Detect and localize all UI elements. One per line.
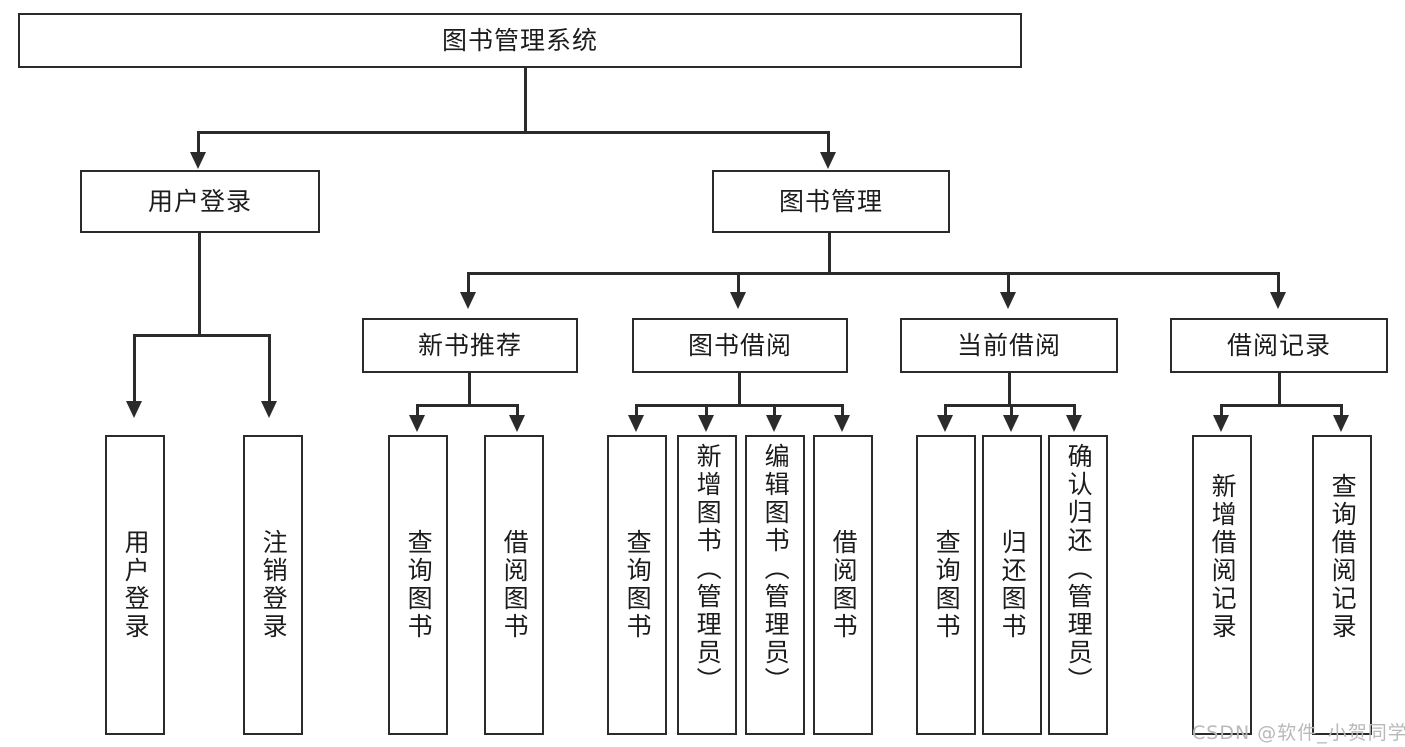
edge-newbook-leaf2 [516,404,519,418]
edge-userlogin-leaf1 [133,334,136,404]
arrowhead-userlogin-leaf1 [126,401,142,418]
arrowhead-records-leaf1 [1213,415,1229,432]
leaf-add-book-admin[interactable]: 新增图书（管理员） [677,435,737,735]
node-root-system[interactable]: 图书管理系统 [18,13,1022,68]
edge-borrow-leaf1 [635,404,638,418]
leaf-user-login[interactable]: 用户登录 [105,435,165,735]
node-current-borrow[interactable]: 当前借阅 [900,318,1118,373]
edge-borrow-leaf4 [841,404,844,418]
edge-newbook-leaf1 [416,404,419,418]
edge-root-to-book-mgmt [827,131,830,155]
edge-to-borrow [737,272,740,294]
edge-root-drop [524,67,527,133]
arrowhead-records-leaf2 [1333,415,1349,432]
node-label: 图书管理系统 [441,26,598,55]
node-borrow-records[interactable]: 借阅记录 [1170,318,1388,373]
edge-current-drop [1008,373,1011,406]
edge-borrow-leaf2 [705,404,708,418]
edge-root-to-user-login [197,131,200,155]
node-label: 图书借阅 [687,331,792,360]
arrowhead-current-leaf3 [1066,415,1082,432]
leaf-query-book-current[interactable]: 查询图书 [916,435,976,735]
node-label: 借阅图书 [829,529,859,641]
arrowhead-book-mgmt [820,152,836,169]
edge-root-bus [197,131,829,134]
arrowhead-borrow-leaf1 [628,415,644,432]
node-label: 查询借阅记录 [1328,473,1358,641]
arrowhead-current-leaf2 [1003,415,1019,432]
node-book-management[interactable]: 图书管理 [712,170,950,233]
edge-newbook-drop [468,373,471,406]
node-label: 新书推荐 [417,331,522,360]
edge-userlogin-bus [133,334,270,337]
leaf-query-borrow-record[interactable]: 查询借阅记录 [1312,435,1372,735]
node-label: 查询图书 [404,529,434,641]
edge-to-current [1007,272,1010,294]
arrowhead-borrow-leaf2 [698,415,714,432]
arrowhead-current [1000,292,1016,309]
node-label: 借阅图书 [500,529,530,641]
leaf-edit-book-admin[interactable]: 编辑图书（管理员） [745,435,805,735]
leaf-borrow-book-newbook[interactable]: 借阅图书 [484,435,544,735]
edge-current-leaf1 [944,404,947,418]
edge-records-bus [1220,404,1343,407]
edge-borrow-leaf3 [773,404,776,418]
leaf-add-borrow-record[interactable]: 新增借阅记录 [1192,435,1252,735]
edge-current-leaf3 [1073,404,1076,418]
arrowhead-records [1270,292,1286,309]
arrowhead-newbook [460,292,476,309]
node-label: 借阅记录 [1226,331,1331,360]
arrowhead-userlogin-leaf2 [261,401,277,418]
arrowhead-borrow [730,292,746,309]
arrowhead-current-leaf1 [937,415,953,432]
node-label: 用户登录 [121,529,151,641]
edge-records-leaf2 [1340,404,1343,418]
node-new-book-recommend[interactable]: 新书推荐 [362,318,578,373]
node-label: 确认归还（管理员） [1064,443,1094,695]
node-label: 图书管理 [778,187,883,216]
node-label: 新增借阅记录 [1208,473,1238,641]
leaf-query-book-newbook[interactable]: 查询图书 [388,435,448,735]
edge-userlogin-leaf2 [268,334,271,404]
edge-records-drop [1278,373,1281,406]
node-label: 当前借阅 [956,331,1061,360]
edge-bookmgmt-drop [828,233,831,274]
edge-borrow-bus [635,404,844,407]
leaf-return-book[interactable]: 归还图书 [982,435,1042,735]
edge-to-records [1277,272,1280,294]
leaf-borrow-book[interactable]: 借阅图书 [813,435,873,735]
node-label: 注销登录 [259,529,289,641]
node-book-borrow[interactable]: 图书借阅 [632,318,848,373]
node-label: 查询图书 [623,529,653,641]
edge-level3-bus [467,272,1279,275]
arrowhead-newbook-leaf2 [509,415,525,432]
leaf-logout[interactable]: 注销登录 [243,435,303,735]
edge-newbook-bus [416,404,519,407]
leaf-confirm-return-admin[interactable]: 确认归还（管理员） [1048,435,1108,735]
node-label: 归还图书 [998,529,1028,641]
node-label: 查询图书 [932,529,962,641]
edge-records-leaf1 [1220,404,1223,418]
arrowhead-borrow-leaf3 [766,415,782,432]
edge-current-leaf2 [1010,404,1013,418]
arrowhead-borrow-leaf4 [834,415,850,432]
node-label: 编辑图书（管理员） [761,443,791,695]
arrowhead-user-login [190,152,206,169]
node-label: 用户登录 [147,187,252,216]
leaf-query-book-borrow[interactable]: 查询图书 [607,435,667,735]
edge-userlogin-drop [198,233,201,336]
arrowhead-newbook-leaf1 [409,415,425,432]
node-label: 新增图书（管理员） [693,443,723,695]
node-user-login[interactable]: 用户登录 [80,170,320,233]
edge-borrow-drop [738,373,741,406]
edge-to-newbook [467,272,470,294]
